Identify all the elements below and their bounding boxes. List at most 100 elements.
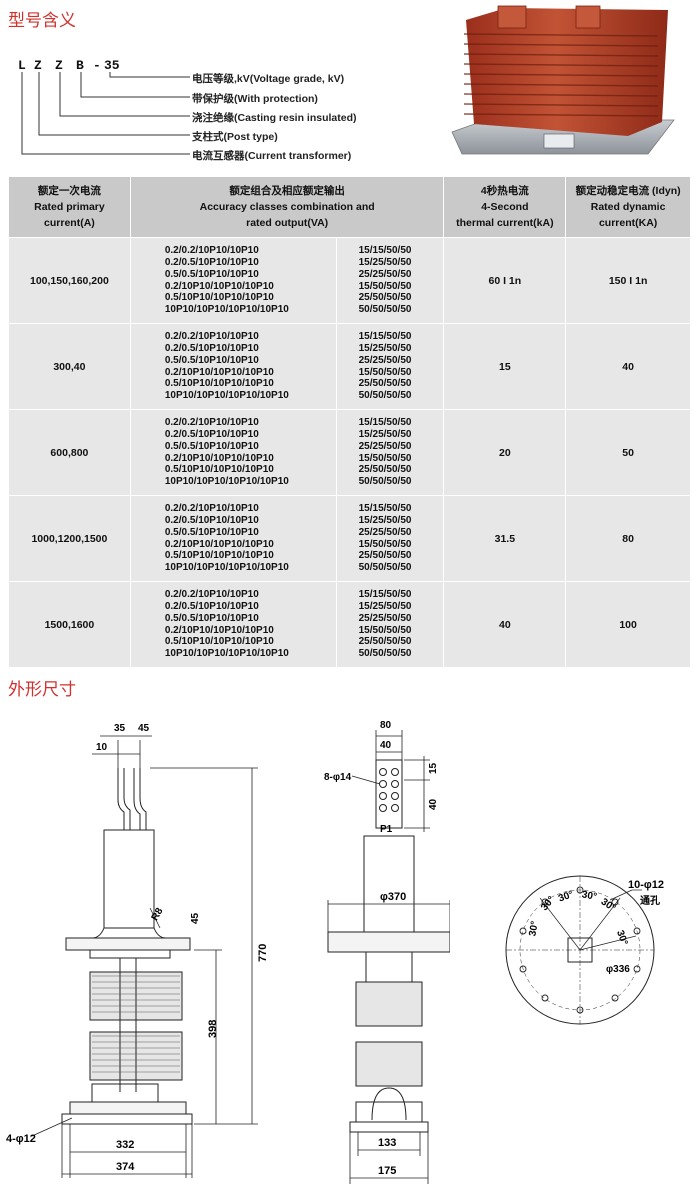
output-line: 15/15/50/50	[358, 417, 412, 429]
cell-thermal-current: 40	[443, 581, 567, 668]
header-line: 4秒热电流	[480, 185, 529, 197]
cell-thermal-current: 60 I 1n	[443, 237, 567, 324]
dimensions-section-title: 外形尺寸	[8, 680, 76, 700]
cell-dynamic-current: 100	[565, 581, 691, 668]
accuracy-line: 10P10/10P10/10P10/10P10	[164, 648, 289, 660]
legend-with-protection: 带保护级(With protection)	[192, 93, 318, 105]
accuracy-line: 10P10/10P10/10P10/10P10	[164, 562, 289, 574]
cell-thermal-current: 31.5	[443, 495, 567, 582]
accuracy-line: 0.2/10P10/10P10/10P10	[164, 538, 274, 550]
accuracy-line: 10P10/10P10/10P10/10P10	[164, 476, 289, 488]
accuracy-line: 0.2/0.5/10P10/10P10	[164, 600, 259, 612]
header-line: 额定动稳定电流 (Idyn)	[575, 185, 681, 197]
top-angle-2: 30°	[557, 889, 575, 905]
output-line: 15/15/50/50	[358, 503, 412, 515]
output-line: 15/15/50/50	[358, 589, 412, 601]
accuracy-line: 0.2/10P10/10P10/10P10	[164, 624, 274, 636]
cell-thermal-current: 15	[443, 323, 567, 410]
accuracy-line: 0.5/10P10/10P10/10P10	[164, 636, 274, 648]
cell-rated-current: 100,150,160,200	[8, 237, 131, 324]
top-label-through-hole: 通孔	[640, 894, 660, 907]
model-code-leader-lines	[21, 72, 190, 155]
output-line: 15/50/50/50	[358, 538, 412, 550]
side-dim-phi370: φ370	[380, 891, 406, 903]
front-dim-770: 770	[257, 944, 269, 962]
side-label-p1: P1	[380, 824, 393, 835]
front-dim-35: 35	[114, 723, 126, 734]
top-view-drawing: 30° 30° 30° 30° 30° 30° 10-φ12 通孔 φ336	[505, 875, 664, 1025]
side-dim-8-phi14: 8-φ14	[324, 772, 352, 783]
legend-casting-resin: 浇注绝缘(Casting resin insulated)	[192, 112, 357, 124]
output-line: 25/50/50/50	[358, 636, 412, 648]
header-line: Rated primary	[34, 201, 105, 213]
side-dim-15: 15	[428, 762, 439, 774]
front-dim-r8: R8	[150, 906, 166, 923]
front-dim-10: 10	[96, 742, 108, 753]
accuracy-line: 0.2/10P10/10P10/10P10	[164, 366, 274, 378]
output-line: 15/15/50/50	[358, 245, 412, 257]
code-letter-z2: Z	[55, 58, 63, 73]
side-dim-175: 175	[378, 1165, 396, 1177]
accuracy-line: 0.5/0.5/10P10/10P10	[164, 354, 259, 366]
output-line: 15/50/50/50	[358, 624, 412, 636]
code-dash: -	[93, 58, 101, 73]
header-line: 额定一次电流	[37, 185, 101, 197]
top-dim-phi336: φ336	[606, 964, 630, 975]
product-photo	[451, 5, 675, 155]
cell-dynamic-current: 150 I 1n	[565, 237, 691, 324]
output-line: 15/25/50/50	[358, 600, 412, 612]
header-line: Accuracy classes combination and	[199, 201, 375, 213]
cell-dynamic-current: 80	[565, 495, 691, 582]
code-letter-l: L	[18, 58, 26, 73]
header-line: current(A)	[44, 217, 95, 229]
accuracy-line: 0.5/10P10/10P10/10P10	[164, 378, 274, 390]
output-line: 50/50/50/50	[358, 390, 412, 402]
header-line: rated output(VA)	[246, 217, 329, 229]
side-dim-40b: 40	[428, 798, 439, 810]
header-line: 额定组合及相应额定输出	[229, 185, 345, 197]
output-line: 15/25/50/50	[358, 342, 412, 354]
header-thermal-current: 4秒热电流 4-Second thermal current(kA)	[443, 176, 567, 238]
cell-rated-current: 300,40	[8, 323, 131, 410]
output-line: 50/50/50/50	[358, 304, 412, 316]
output-line: 25/50/50/50	[358, 292, 412, 304]
front-dim-45: 45	[138, 723, 150, 734]
top-dim-10-phi12: 10-φ12	[628, 879, 664, 891]
legend-current-transformer: 电流互感器(Current transformer)	[192, 150, 352, 162]
header-line: Rated dynamic	[590, 201, 666, 213]
cell-rated-current: 1000,1200,1500	[8, 495, 131, 582]
accuracy-line: 0.2/0.2/10P10/10P10	[164, 503, 259, 515]
output-line: 50/50/50/50	[358, 648, 412, 660]
front-dim-45b: 45	[190, 912, 201, 924]
front-view-drawing: 35 45 10 R8 45 770 398 4-φ12 332 374	[6, 723, 269, 1178]
accuracy-line: 0.2/0.2/10P10/10P10	[164, 245, 259, 257]
accuracy-line: 0.2/0.5/10P10/10P10	[164, 342, 259, 354]
accuracy-line: 0.5/0.5/10P10/10P10	[164, 268, 259, 280]
accuracy-line: 0.2/0.2/10P10/10P10	[164, 331, 259, 343]
output-line: 15/50/50/50	[358, 366, 412, 378]
front-dim-332: 332	[116, 1139, 134, 1151]
output-line: 25/25/50/50	[358, 526, 412, 538]
accuracy-line: 0.2/0.5/10P10/10P10	[164, 514, 259, 526]
legend-post-type: 支柱式(Post type)	[192, 131, 278, 143]
accuracy-line: 0.2/0.5/10P10/10P10	[164, 256, 259, 268]
legend-voltage-grade: 电压等级,kV(Voltage grade, kV)	[192, 73, 345, 85]
output-line: 25/50/50/50	[358, 550, 412, 562]
output-line: 25/25/50/50	[358, 440, 412, 452]
output-line: 15/25/50/50	[358, 256, 412, 268]
output-line: 25/50/50/50	[358, 464, 412, 476]
code-letter-b: B	[76, 58, 84, 73]
accuracy-line: 0.2/10P10/10P10/10P10	[164, 280, 274, 292]
output-line: 15/15/50/50	[358, 331, 412, 343]
code-voltage: 35	[104, 58, 120, 73]
output-line: 25/25/50/50	[358, 354, 412, 366]
front-dim-374: 374	[116, 1161, 135, 1173]
